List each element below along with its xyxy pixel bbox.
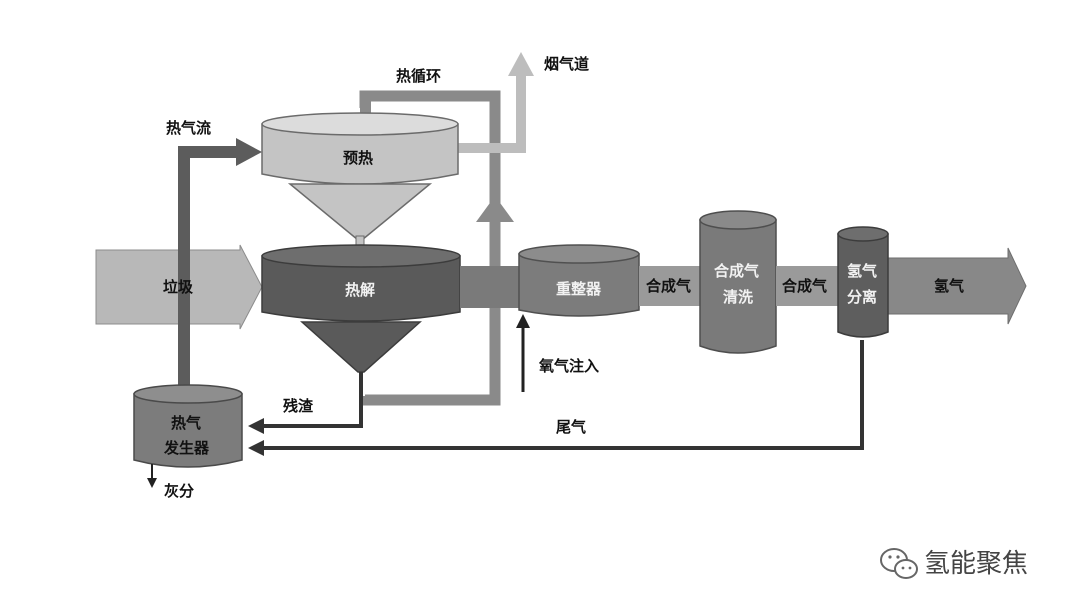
watermark-text: 氢能聚焦 [924, 549, 1028, 579]
hydrogen-separation-body [837, 233, 889, 338]
hydrogen-separation-top [837, 226, 889, 242]
tail-gas-label: 尾气 [556, 418, 586, 436]
hot-gas-riser-pipe [178, 146, 190, 386]
reformer-label: 重整器 [556, 280, 602, 298]
hydrogen-output-arrow [887, 247, 1027, 325]
syngas-cleaning-body [699, 219, 777, 354]
tail-gas-arrowhead [248, 440, 264, 456]
syngas-label-1: 合成气 [645, 277, 691, 295]
preheat-label: 预热 [343, 149, 373, 167]
pyrolysis-vessel-top [261, 244, 461, 268]
hot-gas-flow-label: 热气流 [166, 119, 211, 137]
oxygen-injection-arrowhead [516, 314, 530, 328]
wechat-icon [880, 548, 918, 579]
pyrolysis-vessel-body [261, 255, 461, 322]
preheat-funnel [287, 183, 433, 241]
syngas-cleaning-top [699, 210, 777, 230]
residue-arrowhead [248, 418, 264, 434]
hot-gas-flow-pipe [178, 146, 238, 158]
hydrogen-separation-label-1: 氢气 [847, 262, 877, 280]
hot-gas-generator-label-1: 热气 [171, 414, 201, 432]
syngas-label-2: 合成气 [781, 277, 827, 295]
flue-label: 烟气道 [544, 55, 589, 73]
hydrogen-separation-label-2: 分离 [847, 288, 877, 306]
pyrolysis-to-reformer-pipe [460, 266, 520, 308]
hot-gas-generator-top [133, 384, 243, 404]
residue-label: 残渣 [283, 397, 314, 415]
oxygen-injection-label: 氧气注入 [538, 357, 599, 375]
hydrogen-output-label: 氢气 [934, 277, 964, 295]
hot-gas-flow-arrowhead [236, 138, 262, 166]
residue-line [262, 372, 363, 428]
heat-cycle-label: 热循环 [396, 67, 441, 85]
flue-arrowhead [508, 52, 534, 76]
hot-gas-generator-body [133, 393, 243, 468]
syngas-pipe-1 [639, 266, 701, 306]
heat-cycle-up-arrow [476, 196, 514, 222]
ash-arrowhead [147, 478, 157, 488]
hot-gas-generator-label-2: 发生器 [163, 439, 210, 457]
ash-label: 灰分 [164, 482, 194, 500]
reformer-top [518, 244, 640, 264]
tail-gas-line [262, 340, 864, 450]
pyrolysis-funnel [300, 321, 422, 373]
preheat-vessel-top [261, 112, 459, 136]
reformer-body [518, 253, 640, 317]
syngas-cleaning-label-1: 合成气 [713, 262, 759, 280]
pyrolysis-label: 热解 [345, 281, 375, 299]
syngas-pipe-2 [776, 266, 838, 306]
garbage-label: 垃圾 [163, 278, 194, 296]
syngas-cleaning-label-2: 清洗 [723, 288, 753, 306]
heat-cycle-up-pipe [360, 96, 371, 122]
flue-duct [455, 72, 526, 153]
